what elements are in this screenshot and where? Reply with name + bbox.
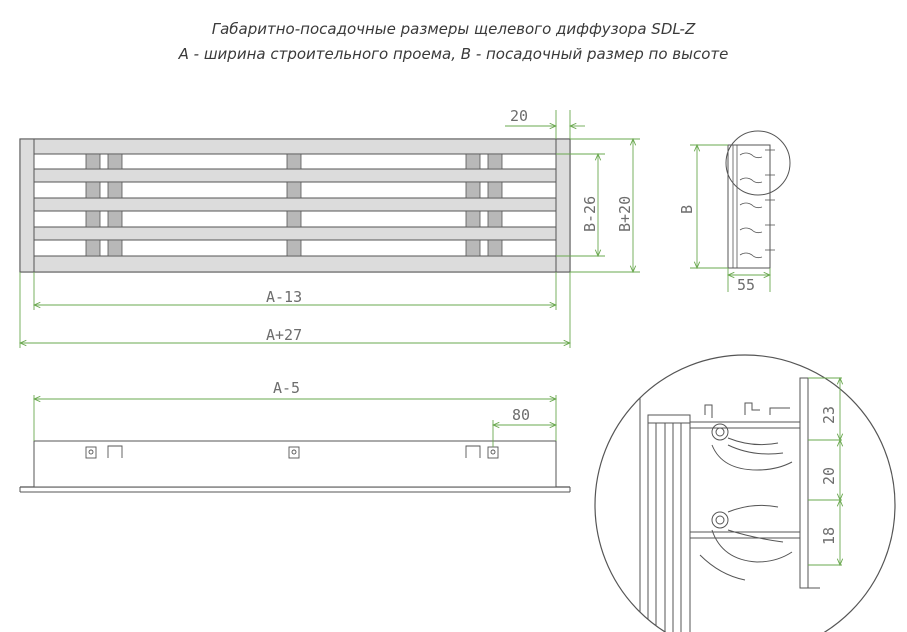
front-slat bbox=[33, 255, 557, 273]
dim-label-a-plus-27: A+27 bbox=[266, 326, 302, 344]
dim-label-20-detail: 20 bbox=[820, 467, 838, 485]
bottom-plate bbox=[33, 440, 557, 488]
front-slat bbox=[33, 226, 557, 241]
side-view: B 55 bbox=[678, 130, 791, 294]
dim-label-a-minus-5: A-5 bbox=[273, 379, 300, 397]
dim-label-23: 23 bbox=[820, 406, 838, 424]
dim-label-20: 20 bbox=[510, 107, 528, 125]
drawing-title: Габаритно-посадочные размеры щелевого ди… bbox=[211, 20, 696, 38]
mounting-brackets bbox=[85, 445, 499, 459]
dim-label-55: 55 bbox=[737, 276, 755, 294]
front-slat bbox=[33, 168, 557, 183]
drawing-subtitle: А - ширина строительного проема, В - пос… bbox=[178, 45, 729, 63]
front-slat bbox=[33, 197, 557, 212]
detail-callout-circle bbox=[725, 130, 791, 196]
front-left-flange bbox=[19, 138, 35, 273]
front-right-flange bbox=[555, 138, 571, 273]
dim-label-b-minus-26: B-26 bbox=[581, 196, 599, 232]
side-body bbox=[727, 144, 771, 269]
bottom-view: A-5 80 bbox=[19, 379, 571, 493]
detail-circle bbox=[594, 354, 896, 632]
front-view: 20 B-26 B+20 A-13 A+27 bbox=[20, 107, 640, 348]
dim-label-a-minus-13: A-13 bbox=[266, 288, 302, 306]
detail-view: 23 20 18 bbox=[594, 354, 896, 632]
front-support-blocks bbox=[85, 153, 503, 257]
front-slat bbox=[33, 138, 557, 155]
dim-label-80: 80 bbox=[512, 406, 530, 424]
dim-label-b-plus-20: B+20 bbox=[616, 196, 634, 232]
dim-label-b: B bbox=[678, 205, 696, 214]
dim-label-18: 18 bbox=[820, 527, 838, 545]
